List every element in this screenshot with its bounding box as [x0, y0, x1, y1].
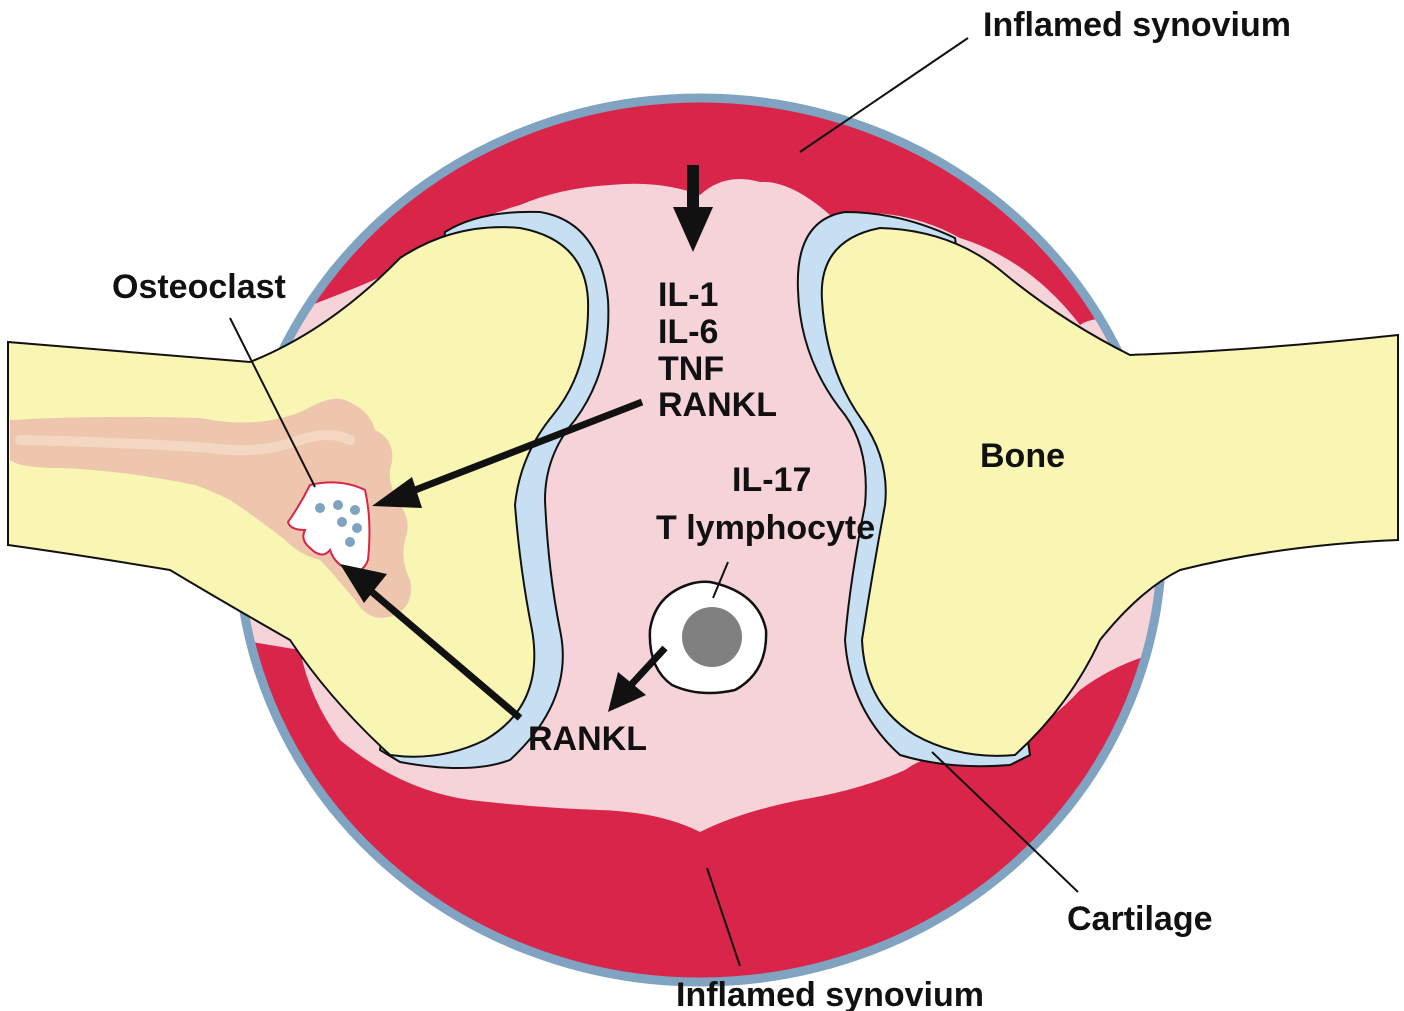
cytokine-il1: IL-1 [658, 276, 718, 314]
cytokine-il6: IL-6 [658, 313, 718, 351]
cytokine-tnf: TNF [658, 350, 724, 388]
label-cartilage: Cartilage [1067, 900, 1213, 938]
lymphocyte-nucleus [682, 607, 742, 667]
label-inflamed-synovium-top: Inflamed synovium [983, 6, 1291, 44]
label-inflamed-synovium-bottom: Inflamed synovium [676, 976, 984, 1011]
cytokine-rankl: RANKL [658, 386, 777, 424]
label-t-lymphocyte: T lymphocyte [656, 509, 875, 547]
label-osteoclast: Osteoclast [112, 268, 286, 306]
label-rankl-bottom: RANKL [528, 720, 647, 758]
label-il17: IL-17 [732, 461, 811, 499]
label-bone: Bone [980, 437, 1065, 475]
